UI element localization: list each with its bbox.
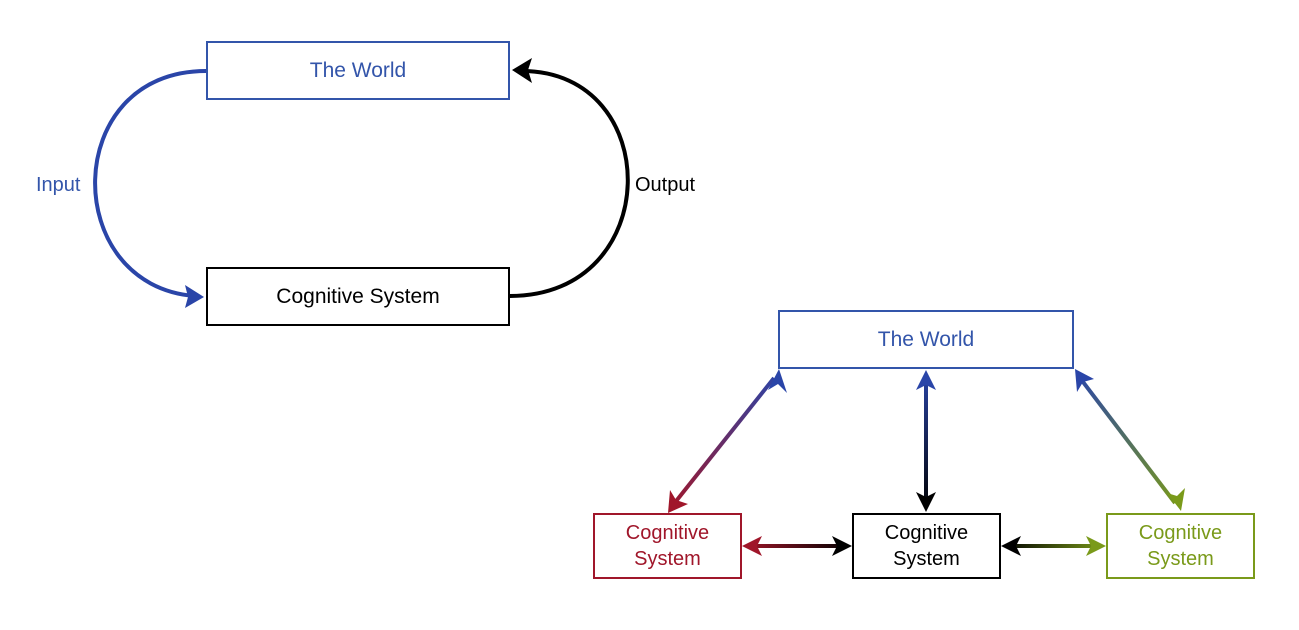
diagram1-cognitive-system-box: Cognitive System xyxy=(206,267,510,326)
right-system-line2: System xyxy=(1147,548,1214,570)
output-arrow xyxy=(509,58,630,298)
input-label: Input xyxy=(36,174,81,196)
diagram2-world-label: The World xyxy=(877,327,975,351)
world-center-system-arrow xyxy=(916,370,936,512)
diagram1-cognitive-system-label: Cognitive System xyxy=(276,284,440,308)
left-center-system-arrow xyxy=(742,536,852,556)
input-arrow xyxy=(93,69,207,308)
diagram1-world-box: The World xyxy=(206,41,510,100)
right-system-line1: Cognitive xyxy=(1138,522,1223,544)
diagram2-left-cognitive-system-box: Cognitive System xyxy=(593,513,742,579)
left-system-line1: Cognitive xyxy=(625,522,710,544)
world-left-system-arrow xyxy=(668,369,787,513)
output-label: Output xyxy=(635,174,696,196)
center-system-line1: Cognitive xyxy=(884,522,969,544)
diagram2-center-cognitive-system-box: Cognitive System xyxy=(852,513,1001,579)
diagram1-world-label: The World xyxy=(309,58,407,82)
world-right-system-arrow xyxy=(1075,369,1185,511)
center-system-line2: System xyxy=(893,548,960,570)
left-system-line2: System xyxy=(634,548,701,570)
diagram2-right-cognitive-system-box: Cognitive System xyxy=(1106,513,1255,579)
center-right-system-arrow xyxy=(1001,536,1106,556)
diagram2-world-box: The World xyxy=(778,310,1074,369)
